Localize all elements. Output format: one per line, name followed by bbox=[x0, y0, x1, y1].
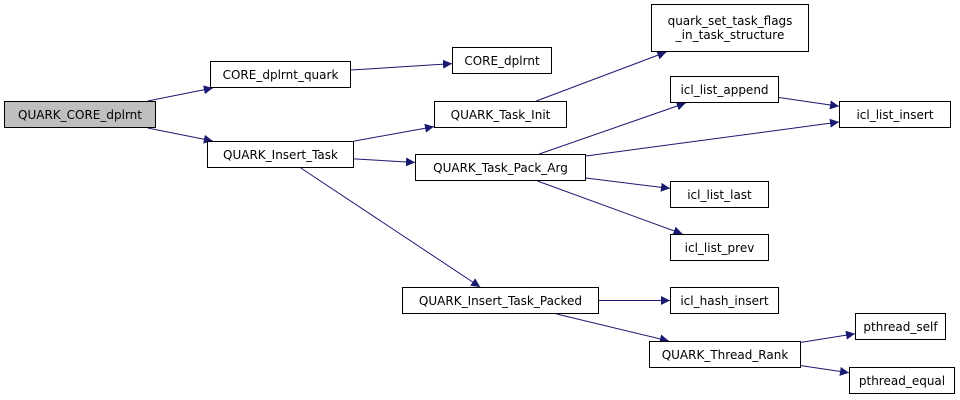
node-quark-insert-task-packed[interactable]: QUARK_Insert_Task_Packed bbox=[402, 287, 599, 314]
edge-quark-task-pack-arg-to-icl-list-insert bbox=[585, 118, 840, 157]
edge-quark-task-pack-arg-to-icl-list-append bbox=[539, 101, 686, 155]
node-quark-insert-task[interactable]: QUARK_Insert_Task bbox=[207, 141, 354, 168]
node-quark-set-task-flags[interactable]: quark_set_task_flags _in_task_structure bbox=[651, 4, 809, 52]
edge-quark-task-pack-arg-to-icl-list-prev bbox=[537, 180, 683, 236]
node-icl-list-append[interactable]: icl_list_append bbox=[670, 76, 779, 103]
edge-core-dplrnt-quark-to-core-dplrnt bbox=[350, 59, 453, 71]
node-core-dplrnt[interactable]: CORE_dplrnt bbox=[452, 47, 552, 74]
edge-icl-list-append-to-icl-list-insert bbox=[778, 96, 840, 110]
node-icl-list-prev[interactable]: icl_list_prev bbox=[670, 234, 769, 261]
node-quark-task-init[interactable]: QUARK_Task_Init bbox=[434, 101, 567, 128]
node-quark-task-pack-arg[interactable]: QUARK_Task_Pack_Arg bbox=[415, 154, 586, 181]
edge-quark-insert-task-to-quark-task-pack-arg bbox=[353, 157, 416, 167]
node-quark-thread-rank[interactable]: QUARK_Thread_Rank bbox=[649, 341, 801, 368]
node-pthread-self[interactable]: pthread_self bbox=[855, 313, 946, 340]
node-icl-list-last[interactable]: icl_list_last bbox=[670, 181, 769, 208]
edge-quark-task-init-to-quark-set-task-flags bbox=[536, 50, 667, 102]
edge-quark-insert-task-to-quark-task-init bbox=[353, 123, 435, 142]
node-pthread-equal[interactable]: pthread_equal bbox=[849, 367, 955, 394]
node-icl-list-insert[interactable]: icl_list_insert bbox=[839, 101, 951, 128]
edge-root-to-core-dplrnt-quark bbox=[147, 85, 213, 102]
edge-quark-thread-rank-to-pthread-self bbox=[800, 330, 856, 343]
edge-quark-thread-rank-to-pthread-equal bbox=[800, 365, 850, 376]
node-icl-hash-insert[interactable]: icl_hash_insert bbox=[670, 287, 779, 314]
edge-quark-task-pack-arg-to-icl-list-last bbox=[585, 177, 671, 192]
edge-quark-insert-task-packed-to-quark-thread-rank bbox=[556, 313, 669, 344]
node-quark-core-dplrnt: QUARK_CORE_dplrnt bbox=[4, 101, 156, 128]
edge-quark-insert-task-to-quark-insert-task-packed bbox=[300, 167, 481, 288]
edge-root-to-quark-insert-task bbox=[147, 127, 213, 144]
node-core-dplrnt-quark[interactable]: CORE_dplrnt_quark bbox=[210, 61, 351, 88]
